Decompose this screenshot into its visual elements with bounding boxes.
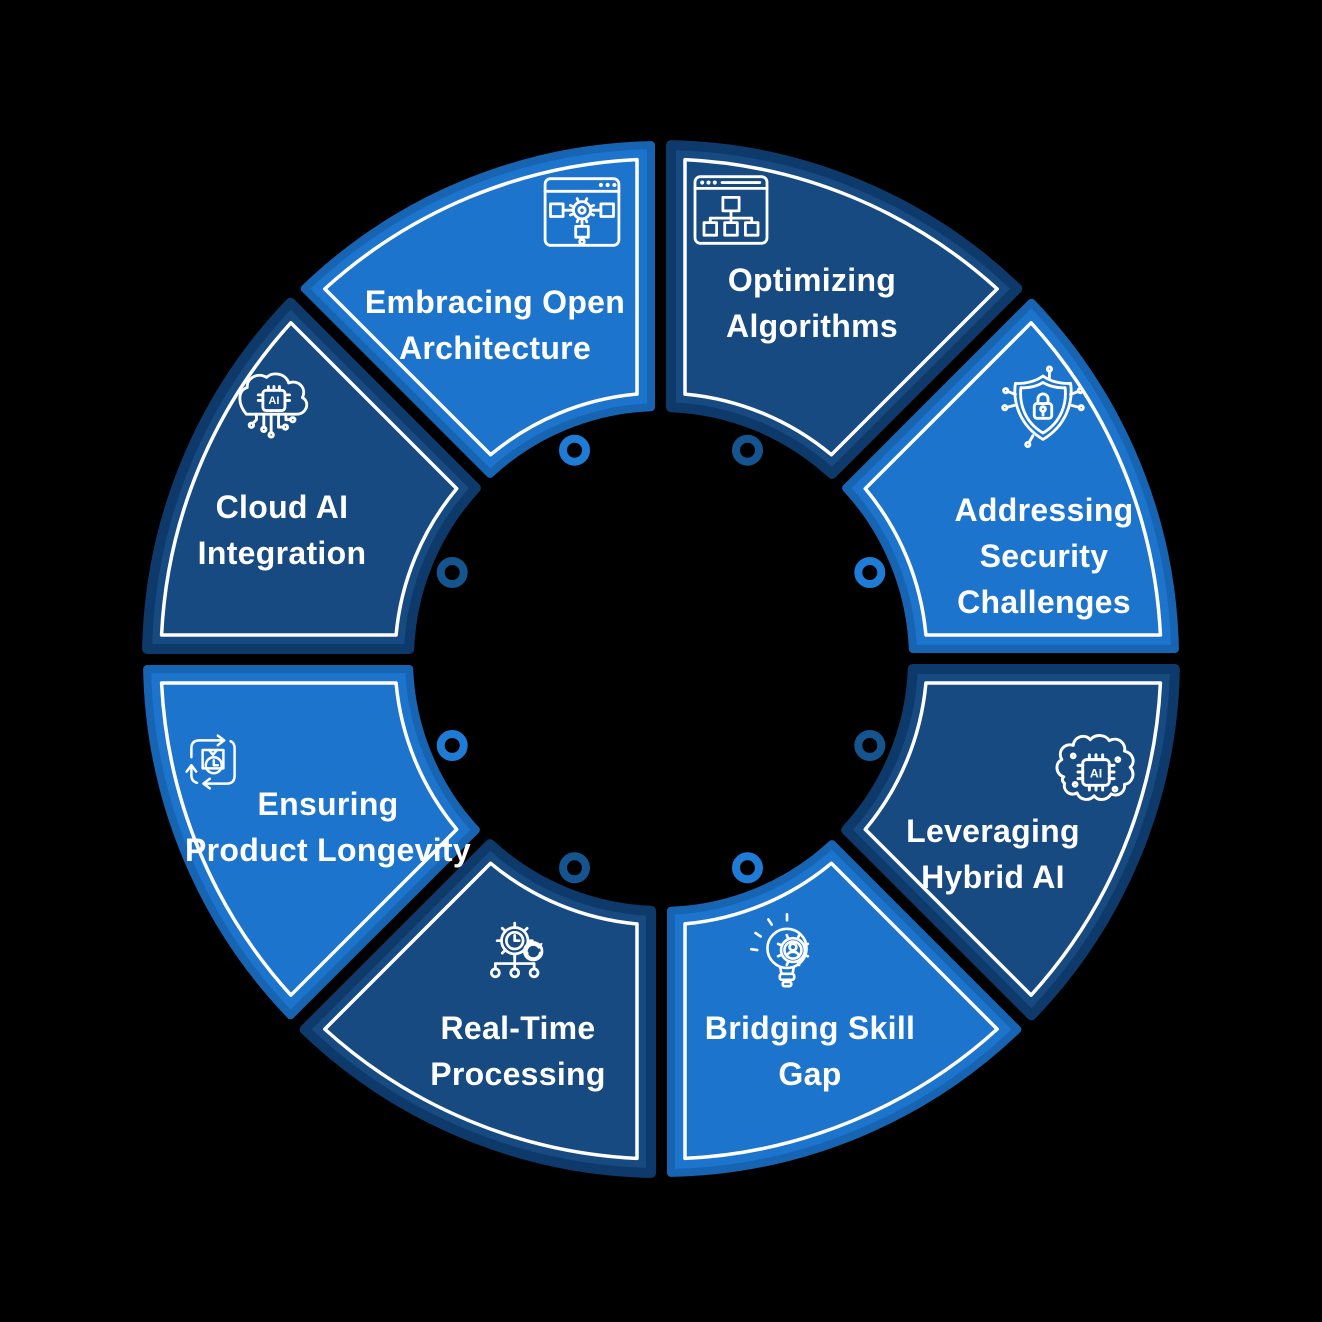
inner-dot-cloud-ai-integration [436,557,468,589]
segment-label: Challenges [957,584,1131,620]
inner-dot-ensuring-product-longevity [436,729,468,761]
shield-lock-icon [1001,365,1085,449]
segment-inner-border [323,861,639,1161]
segment-label: Embracing Open [365,284,625,320]
segment-shape [667,840,1022,1177]
segment-label: Ensuring [257,786,398,822]
bulb-gear-person-icon [749,913,810,988]
svg-text:AI: AI [1090,766,1102,780]
browser-flowchart-icon [543,177,621,247]
segment-label: Product Longevity [185,832,471,868]
segment-shape [142,297,481,654]
segment-inner-border [323,157,639,457]
segment-label: Bridging Skill [705,1010,915,1046]
segment-inner-border [863,321,1163,637]
segment-label: Hybrid AI [921,859,1065,895]
inner-dot-real-time-processing [559,852,591,884]
browser-tree-icon [693,175,769,245]
segment-label: Integration [198,535,367,571]
segment-inner-border [683,861,999,1161]
segment-inner-border [683,157,999,457]
segment-shape [299,839,656,1178]
segment-label: Optimizing [728,262,896,298]
segment-label: Leveraging [906,813,1080,849]
inner-dot-embracing-open-architecture [559,434,591,466]
segment-inner-border [159,321,459,637]
segment-label: Addressing [954,492,1133,528]
segment-label: Processing [430,1056,606,1092]
segment-label: Real-Time [440,1010,595,1046]
segment-shape [143,665,480,1020]
segment-label: Gap [778,1056,841,1092]
segment-label: Algorithms [726,308,898,344]
gear-clock-network-icon [490,921,544,979]
segment-shape [842,298,1179,653]
brain-ai-chip-icon: AI [1055,734,1135,801]
cycle-box-clock-icon [185,734,236,790]
segment-inner-border [159,681,459,997]
svg-text:AI: AI [268,395,279,407]
segment-shape [300,141,655,478]
segment-inner-border [863,681,1163,997]
inner-dot-addressing-security-challenges [854,557,886,589]
segment-label: Cloud AI [216,489,349,525]
segment-label: Security [980,538,1109,574]
segment-cloud-ai-integration: AI Cloud AI Integration [142,297,481,654]
inner-dot-optimizing-algorithms [731,434,763,466]
segment-label: Architecture [399,330,591,366]
segment-shape [841,664,1180,1021]
cloud-ai-chip-icon: AI [238,372,309,439]
inner-dot-leveraging-hybrid-ai [854,729,886,761]
inner-dot-bridging-skill-gap [731,852,763,884]
